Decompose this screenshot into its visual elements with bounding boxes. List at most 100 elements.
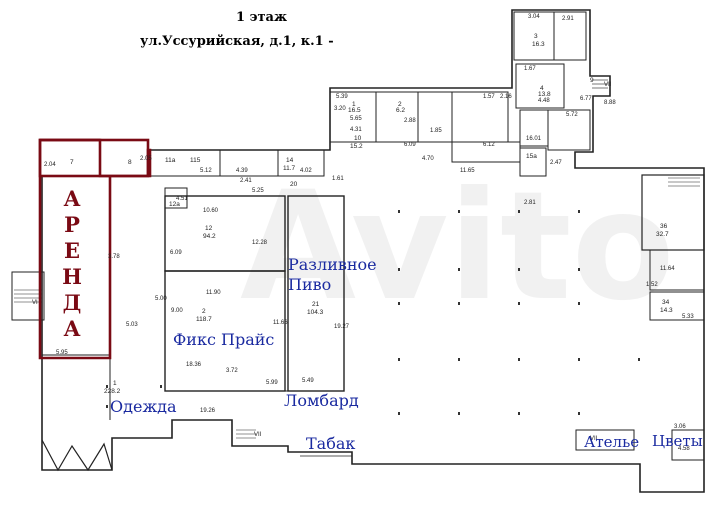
rent-letter: Д — [62, 290, 82, 315]
room-34 — [649, 291, 705, 321]
columns — [106, 210, 640, 415]
room-10-area: 15.2 — [350, 143, 363, 150]
svg-text:5.95: 5.95 — [56, 350, 68, 356]
atelier-box — [575, 429, 635, 451]
svg-text:2.05: 2.05 — [140, 156, 152, 162]
svg-text:6.09: 6.09 — [404, 142, 416, 148]
svg-text:1.67: 1.67 — [524, 66, 536, 72]
room-21-num: 21 — [312, 301, 320, 308]
svg-text:11.66: 11.66 — [273, 320, 288, 326]
svg-text:4.48: 4.48 — [538, 98, 550, 104]
svg-text:VI: VI — [32, 300, 38, 306]
svg-text:3.06: 3.06 — [674, 424, 686, 430]
rent-letter: А — [63, 316, 81, 341]
svg-text:VII: VII — [254, 432, 262, 438]
room-36-area: 32.7 — [656, 231, 669, 238]
svg-text:11.65: 11.65 — [460, 168, 475, 174]
room-2n-num: 2 — [398, 101, 402, 108]
room-20: 20 — [290, 181, 298, 188]
svg-text:6.12: 6.12 — [483, 142, 495, 148]
rent-letter: А — [63, 186, 81, 211]
room-36-num: 36 — [660, 223, 668, 230]
building-outline — [41, 9, 705, 493]
svg-text:10.60: 10.60 — [203, 208, 219, 214]
room-12-area: 94.2 — [203, 233, 216, 240]
svg-text:3.72: 3.72 — [226, 368, 238, 374]
svg-text:5.65: 5.65 — [350, 116, 362, 122]
svg-text:2.04: 2.04 — [44, 162, 56, 168]
svg-text:19.27: 19.27 — [334, 324, 350, 330]
room-2-num: 2 — [202, 308, 206, 315]
svg-text:6.09: 6.09 — [170, 250, 182, 256]
svg-text:2.47: 2.47 — [550, 160, 562, 166]
room-34-num: 34 — [662, 299, 670, 306]
room-8: 8 — [128, 159, 132, 166]
watermark: Avito — [240, 160, 675, 334]
tenant-tobacco: Табак — [306, 434, 356, 453]
room-14-num: 14 — [286, 157, 294, 164]
room-12a: 12а — [169, 201, 180, 208]
svg-text:11.90: 11.90 — [206, 290, 221, 296]
svg-text:1.61: 1.61 — [332, 176, 344, 182]
svg-text:5.00: 5.00 — [155, 296, 167, 302]
room-15a: 15а — [526, 153, 537, 160]
room-2-area: 118.7 — [196, 316, 212, 323]
svg-text:4.58: 4.58 — [678, 446, 690, 452]
svg-text:5.33: 5.33 — [682, 314, 694, 320]
svg-text:5.12: 5.12 — [200, 168, 212, 174]
svg-text:5.03: 5.03 — [126, 322, 138, 328]
svg-text:2.88: 2.88 — [404, 118, 416, 124]
rent-letter: Н — [62, 264, 82, 289]
tenant-fix-price: Фикс Прайс — [173, 330, 275, 349]
svg-text:1.52: 1.52 — [646, 282, 658, 288]
svg-text:18.36: 18.36 — [186, 362, 202, 368]
room-3n-area: 16.3 — [532, 41, 545, 48]
rent-letter: Р — [64, 212, 80, 237]
room-21-area: 104.3 — [307, 309, 324, 316]
svg-text:2.41: 2.41 — [240, 178, 252, 184]
svg-text:6.77: 6.77 — [580, 96, 592, 102]
svg-text:4.31: 4.31 — [350, 127, 362, 133]
room-4n-area: 13.8 — [538, 91, 551, 98]
room-4n-num: 4 — [540, 85, 544, 92]
room-14-area: 11.7 — [283, 165, 296, 172]
svg-text:VII: VII — [604, 82, 612, 88]
svg-text:5.72: 5.72 — [566, 112, 578, 118]
room-2n-area: 6.2 — [396, 107, 405, 114]
svg-text:12.28: 12.28 — [252, 240, 268, 246]
room-2 — [164, 270, 286, 392]
rent-outline — [38, 138, 152, 360]
address-title: ул.Уссурийская, д.1, к.1 - — [140, 34, 334, 49]
svg-text:11.64: 11.64 — [660, 266, 675, 272]
room-1n-area: 16.5 — [348, 107, 361, 114]
svg-text:1.85: 1.85 — [430, 128, 442, 134]
tenant-beer: Разливное Пиво — [288, 255, 377, 294]
svg-text:VII: VII — [590, 436, 598, 442]
room-1-num: 1 — [113, 380, 117, 387]
room-1-area: 228.2 — [104, 388, 121, 395]
room-7: 7 — [70, 159, 74, 166]
room-12-num: 12 — [205, 225, 213, 232]
svg-text:4.70: 4.70 — [422, 156, 434, 162]
rent-label: А Р Е Н Д А — [60, 186, 84, 342]
svg-text:5.25: 5.25 — [252, 188, 264, 194]
tenant-atelier: Ателье — [584, 433, 640, 451]
svg-text:16.01: 16.01 — [526, 136, 542, 142]
svg-text:2.16: 2.16 — [500, 94, 512, 100]
svg-text:4.51: 4.51 — [176, 196, 188, 202]
svg-text:4.39: 4.39 — [236, 168, 248, 174]
room-9: 9 — [590, 77, 594, 84]
svg-text:4.02: 4.02 — [300, 168, 312, 174]
svg-text:1.57: 1.57 — [483, 94, 495, 100]
tenant-clothing: Одежда — [110, 397, 177, 416]
floor-title: 1 этаж — [236, 10, 288, 25]
tenant-flowers: Цветы — [652, 432, 703, 450]
rent-letter: Е — [63, 238, 80, 263]
svg-text:5.99: 5.99 — [266, 380, 278, 386]
svg-text:9.00: 9.00 — [171, 308, 183, 314]
svg-text:3.20: 3.20 — [334, 106, 346, 112]
svg-text:19.26: 19.26 — [200, 408, 216, 414]
svg-text:5.39: 5.39 — [336, 94, 348, 100]
